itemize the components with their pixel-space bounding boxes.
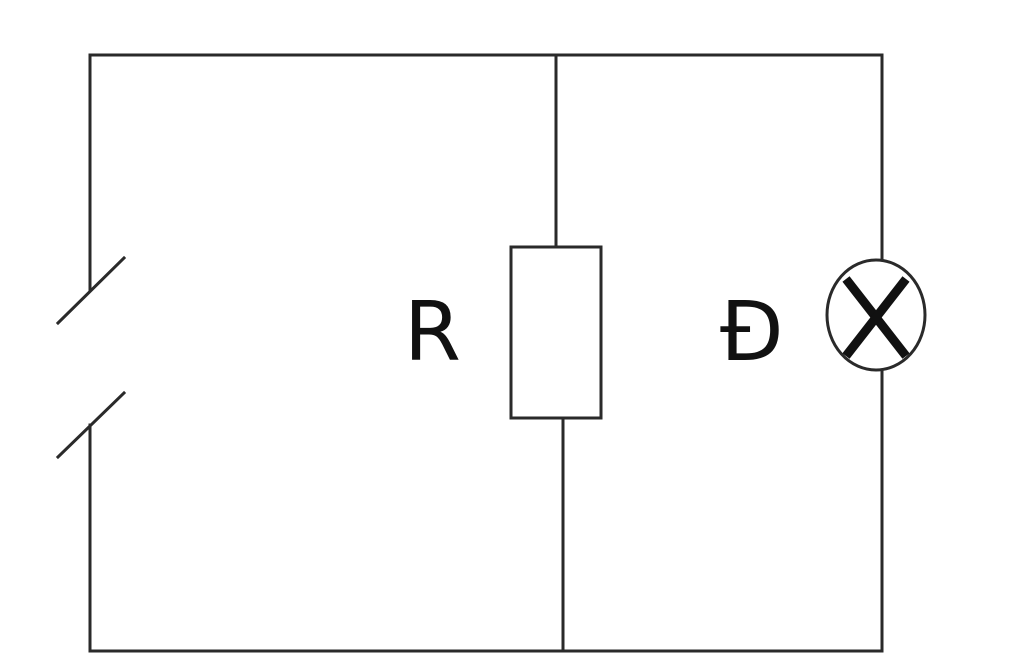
resistor-label: R xyxy=(404,285,461,380)
lamp-branch xyxy=(825,53,927,653)
switch xyxy=(55,53,127,653)
resistor-branch xyxy=(509,53,603,653)
lamp-cross-b xyxy=(842,276,910,359)
resistor xyxy=(509,245,603,420)
lamp-label: Đ xyxy=(720,285,784,380)
switch-contact-upper xyxy=(55,255,127,326)
